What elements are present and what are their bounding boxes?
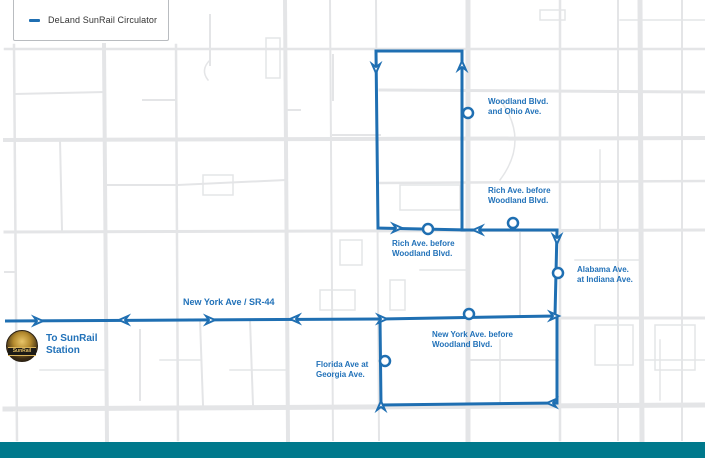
arrow-east-icon — [374, 312, 390, 326]
stop-label-newyork-woodland[interactable]: New York Ave. before Woodland Blvd. — [432, 330, 513, 349]
arrow-east-icon — [30, 314, 46, 328]
stop-marker-rich-west — [421, 222, 435, 236]
road-label-new-york-ave: New York Ave / SR-44 — [183, 297, 275, 307]
arrow-west-icon — [116, 313, 132, 327]
arrow-east-icon — [389, 221, 405, 235]
route-line-icon — [29, 18, 40, 22]
arrow-south-icon — [550, 231, 564, 247]
stop-marker-woodland-ohio — [461, 106, 475, 120]
stop-label-alabama-indiana[interactable]: Alabama Ave. at Indiana Ave. — [577, 265, 633, 284]
stop-markers[interactable] — [378, 106, 565, 368]
stop-marker-florida-georgia — [378, 354, 392, 368]
stop-label-rich-east[interactable]: Rich Ave. before Woodland Blvd. — [488, 186, 551, 205]
stop-label-rich-west[interactable]: Rich Ave. before Woodland Blvd. — [392, 239, 455, 258]
map-legend: DeLand SunRail Circulator — [13, 0, 169, 41]
arrow-north-icon — [455, 58, 469, 74]
stop-marker-alabama-indiana — [551, 266, 565, 280]
arrow-west-icon — [287, 312, 303, 326]
footer-bar — [0, 442, 705, 458]
arrow-west-icon — [544, 396, 560, 410]
arrow-east-icon — [546, 309, 562, 323]
street-grid — [2, 0, 705, 443]
sunrail-logo-icon[interactable]: SunRail — [6, 330, 38, 362]
stop-label-florida-georgia[interactable]: Florida Ave at Georgia Ave. — [316, 360, 369, 379]
stop-marker-newyork-woodland — [462, 307, 476, 321]
direction-arrows — [30, 58, 564, 414]
arrow-north-icon — [374, 398, 388, 414]
legend-label: DeLand SunRail Circulator — [48, 15, 158, 25]
arrow-east-icon — [202, 313, 218, 327]
stop-marker-rich-east — [506, 216, 520, 230]
station-label[interactable]: To SunRail Station — [46, 333, 98, 356]
arrow-south-icon — [369, 60, 383, 76]
sunrail-logo-text: SunRail — [8, 347, 36, 356]
stop-label-woodland-ohio[interactable]: Woodland Blvd. and Ohio Ave. — [488, 97, 549, 116]
arrow-west-icon — [470, 223, 486, 237]
